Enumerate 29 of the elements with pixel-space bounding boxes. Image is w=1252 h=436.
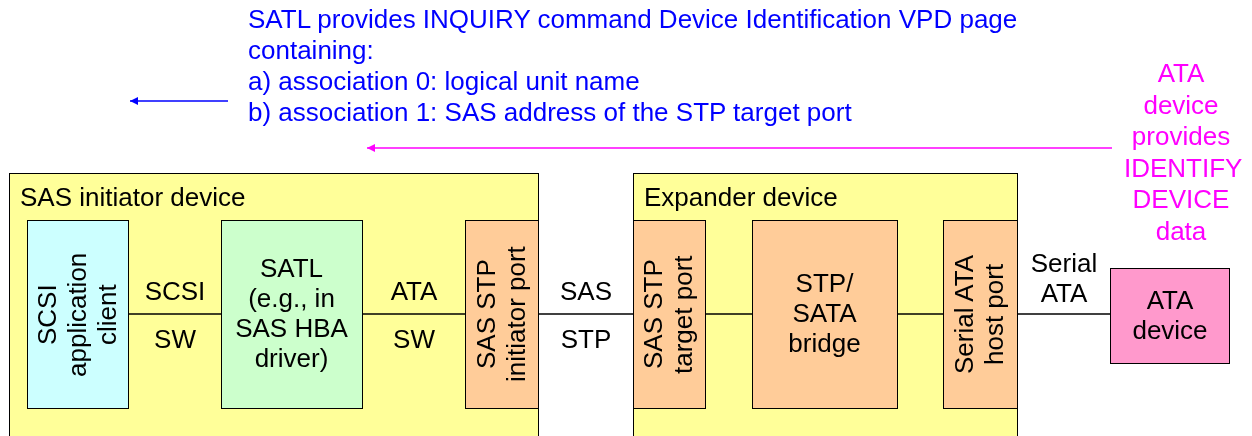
device-container (9, 173, 539, 436)
port-box: SAS STP target port (632, 219, 706, 409)
group-title: Expander device (644, 182, 838, 213)
connector-line (362, 313, 466, 315)
component-box: STP/ SATA bridge (751, 219, 898, 409)
group-title: SAS initiator device (20, 182, 246, 213)
interface-label: SW (153, 324, 197, 354)
connector-line (897, 313, 944, 315)
arrow (366, 144, 1113, 152)
component-box: ATA device (1110, 268, 1230, 364)
arrow (129, 97, 229, 105)
device-container (633, 173, 1018, 436)
connector-line (1017, 313, 1111, 315)
port-box: SCSI application client (26, 219, 129, 409)
interface-label: STP (559, 324, 613, 354)
note-line: b) association 1: SAS address of the STP target port (248, 97, 853, 128)
port-box: SAS STP initiator port (464, 219, 539, 409)
interface-label: SW (392, 324, 436, 354)
component-box: SATL (e.g., in SAS HBA driver) (220, 219, 363, 409)
interface-label: SCSI (143, 276, 207, 306)
interface-label: ATA (389, 276, 439, 306)
connector-line (705, 313, 753, 315)
interface-label: SAS (559, 276, 613, 306)
connector-line (128, 313, 222, 315)
port-box: Serial ATA host port (942, 219, 1018, 409)
connector-line (538, 313, 634, 315)
note-line: SATL provides INQUIRY command Device Identification VPD page containing: (248, 4, 1019, 66)
note-line: a) association 0: logical unit name (248, 66, 641, 97)
interface-label: Serial ATA (1029, 248, 1099, 308)
